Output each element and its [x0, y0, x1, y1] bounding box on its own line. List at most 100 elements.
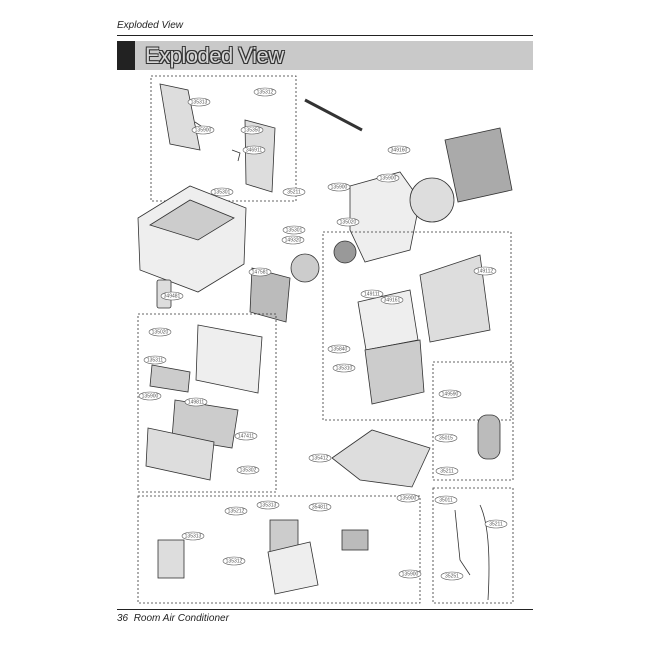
part-callout: 35011 — [434, 495, 458, 505]
part-number-label: 35251 — [445, 574, 459, 580]
part-callout: 135900 — [376, 173, 400, 183]
manual-title: Room Air Conditioner — [133, 613, 229, 624]
part-callout: 135350 — [240, 125, 264, 135]
part-number-label: 35015 — [439, 436, 453, 442]
display-pcb — [157, 539, 185, 579]
title-accent — [117, 41, 135, 70]
refrigerant-tube — [454, 504, 490, 601]
part-callout: 135313 — [256, 500, 280, 510]
part-number-label: 135313 — [185, 534, 202, 540]
blower-fan — [290, 253, 320, 283]
part-number-label: 149112 — [477, 269, 494, 275]
part-callout: 135900 — [191, 125, 215, 135]
control-bracket — [364, 339, 425, 405]
control-box-group — [322, 231, 512, 421]
part-callout: 149112 — [473, 266, 497, 276]
part-number-label: 149590 — [442, 392, 459, 398]
part-callout: 135020 — [148, 327, 172, 337]
part-callout: 135900 — [396, 493, 420, 503]
part-number-label: 135900 — [402, 572, 419, 578]
part-number-label: 135311 — [147, 358, 164, 364]
grille-frame-left — [159, 83, 201, 151]
air-filter-panel — [249, 267, 291, 323]
part-callout: 149590 — [438, 389, 462, 399]
part-callout: 349161 — [380, 295, 404, 305]
part-callout: 35211 — [282, 187, 306, 197]
louver-panel — [149, 364, 191, 393]
part-callout: 135900 — [398, 569, 422, 579]
part-callout: 147581 — [248, 267, 272, 277]
grille-frame-box — [150, 75, 297, 202]
compressor-group — [432, 361, 514, 481]
inlet-grille — [171, 399, 239, 449]
part-callout: 135301 — [210, 187, 234, 197]
part-callout: 135212 — [224, 506, 248, 516]
part-number-label: 149811 — [188, 400, 205, 406]
motor — [333, 240, 357, 264]
part-callout: 149320 — [281, 235, 305, 245]
condenser-coil — [444, 127, 513, 203]
front-grille — [195, 324, 263, 394]
part-number-label: 349160 — [391, 148, 408, 154]
part-callout: 135312 — [222, 556, 246, 566]
part-number-label: 135350 — [244, 128, 261, 134]
tubing-group — [432, 487, 514, 604]
footer: 36 Room Air Conditioner — [117, 613, 229, 624]
base-pan — [331, 429, 431, 488]
part-number-label: 135020 — [152, 330, 169, 336]
part-number-label: 135301 — [214, 190, 231, 196]
part-number-label: 149320 — [285, 238, 302, 244]
part-number-label: 35211 — [287, 190, 301, 196]
electrical-group — [137, 495, 421, 604]
part-number-label: 35011 — [439, 498, 453, 504]
part-number-label: 349161 — [384, 298, 401, 304]
part-number-label: 135312 — [226, 559, 243, 565]
part-number-label: 135313 — [260, 503, 277, 509]
part-callout: 354811 — [308, 502, 332, 512]
part-number-label: 35211 — [489, 522, 503, 528]
part-callout: 135310 — [332, 363, 356, 373]
part-number-label: 135900 — [400, 496, 417, 502]
part-callout: 349481 — [160, 291, 184, 301]
part-number-label: 135900 — [380, 176, 397, 182]
part-callout: 35251 — [440, 571, 464, 581]
control-box-bottom — [267, 541, 319, 595]
part-callout: 349160 — [387, 145, 411, 155]
part-number-label: 135412 — [312, 456, 329, 462]
page-number: 36 — [117, 613, 129, 624]
part-number-label: 135900 — [195, 128, 212, 134]
part-labels: 135313 135312 135900 135350 346911 135301 1475… — [138, 87, 508, 581]
part-number-label: 135900 — [142, 394, 159, 400]
part-callout: 135313 — [181, 531, 205, 541]
part-number-label: 135301 — [286, 228, 303, 234]
part-number-label: 135840 — [331, 347, 348, 353]
part-callout: 135301 — [282, 225, 306, 235]
part-number-label: 346911 — [246, 148, 263, 154]
control-housing — [419, 254, 491, 343]
part-number-label: 149111 — [364, 292, 380, 298]
part-number-label: 35211 — [440, 469, 454, 475]
part-callout: 135900 — [327, 182, 351, 192]
front-panel-group — [137, 313, 277, 493]
part-number-label: 135020 — [340, 220, 357, 226]
part-callout: 149811 — [184, 397, 208, 407]
part-number-label: 147411 — [238, 434, 255, 440]
part-number-label: 135310 — [336, 366, 353, 372]
grille-frame-right — [244, 119, 276, 193]
running-header: Exploded View — [117, 20, 183, 31]
part-callout: 35015 — [434, 433, 458, 443]
part-number-label: 147581 — [252, 270, 269, 276]
part-callout: 135311 — [143, 355, 167, 365]
part-callout: 149111 — [360, 289, 384, 299]
part-callout: 346911 — [242, 145, 266, 155]
capacitor — [341, 529, 369, 551]
part-callout: 135020 — [336, 217, 360, 227]
axial-fan — [409, 177, 455, 223]
part-number-label: 135900 — [331, 185, 348, 191]
part-callout: 135313 — [187, 97, 211, 107]
part-callout: 35211 — [435, 466, 459, 476]
part-number-label: 135302 — [240, 468, 257, 474]
cabinet-inner — [149, 199, 235, 241]
orifice-shroud — [349, 171, 421, 263]
